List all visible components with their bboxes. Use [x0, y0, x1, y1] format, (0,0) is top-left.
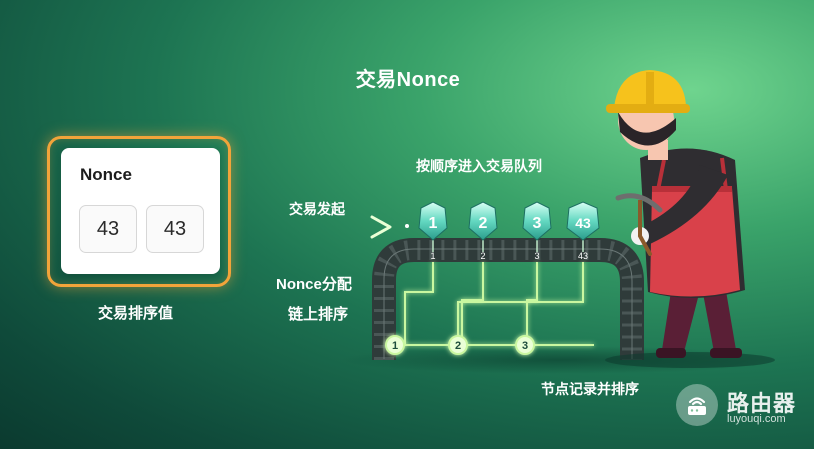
small-dot — [405, 224, 409, 228]
tx-initiate-label: 交易发起 — [289, 201, 345, 217]
track-number: 1 — [430, 251, 435, 261]
gem-number: 43 — [575, 215, 591, 231]
tx-gem — [468, 201, 498, 241]
node-number: 1 — [392, 340, 398, 352]
track-number: 43 — [578, 251, 588, 261]
worker-illustration — [605, 70, 775, 368]
watermark-name: 路由器 — [727, 391, 797, 416]
queue-label: 按顺序进入交易队列 — [416, 158, 542, 174]
watermark-url: luyouqi.com — [727, 413, 786, 425]
node-record-label: 节点记录并排序 — [541, 381, 639, 397]
page-title: 交易Nonce — [355, 69, 461, 91]
node-number: 3 — [522, 340, 528, 352]
node-circle — [515, 335, 535, 355]
router-wifi-icon — [676, 384, 718, 426]
tx-gem — [418, 201, 448, 241]
nonce-alloc-label: Nonce分配 — [276, 276, 352, 293]
gem-number: 3 — [533, 215, 542, 232]
nonce-card-caption: 交易排序值 — [98, 305, 174, 322]
node-circle — [448, 335, 468, 355]
track-number: 3 — [534, 251, 539, 261]
circuit-lines — [395, 262, 594, 346]
nonce-card-frame — [47, 136, 231, 287]
nonce-value-box: 43 — [146, 205, 204, 253]
node-number: 2 — [455, 340, 461, 352]
nonce-card-label: Nonce — [80, 165, 132, 184]
track — [372, 238, 644, 360]
node-circle — [385, 335, 405, 355]
nonce-value-box: 43 — [79, 205, 137, 253]
gem-number: 1 — [429, 215, 438, 232]
tx-gem — [522, 201, 552, 241]
gem-number: 2 — [479, 215, 488, 232]
track-number: 2 — [480, 251, 485, 261]
tx-gem — [566, 201, 600, 241]
tx-arrow — [245, 215, 392, 239]
chain-sort-label: 链上排序 — [288, 306, 349, 323]
gem-stems — [432, 240, 584, 252]
